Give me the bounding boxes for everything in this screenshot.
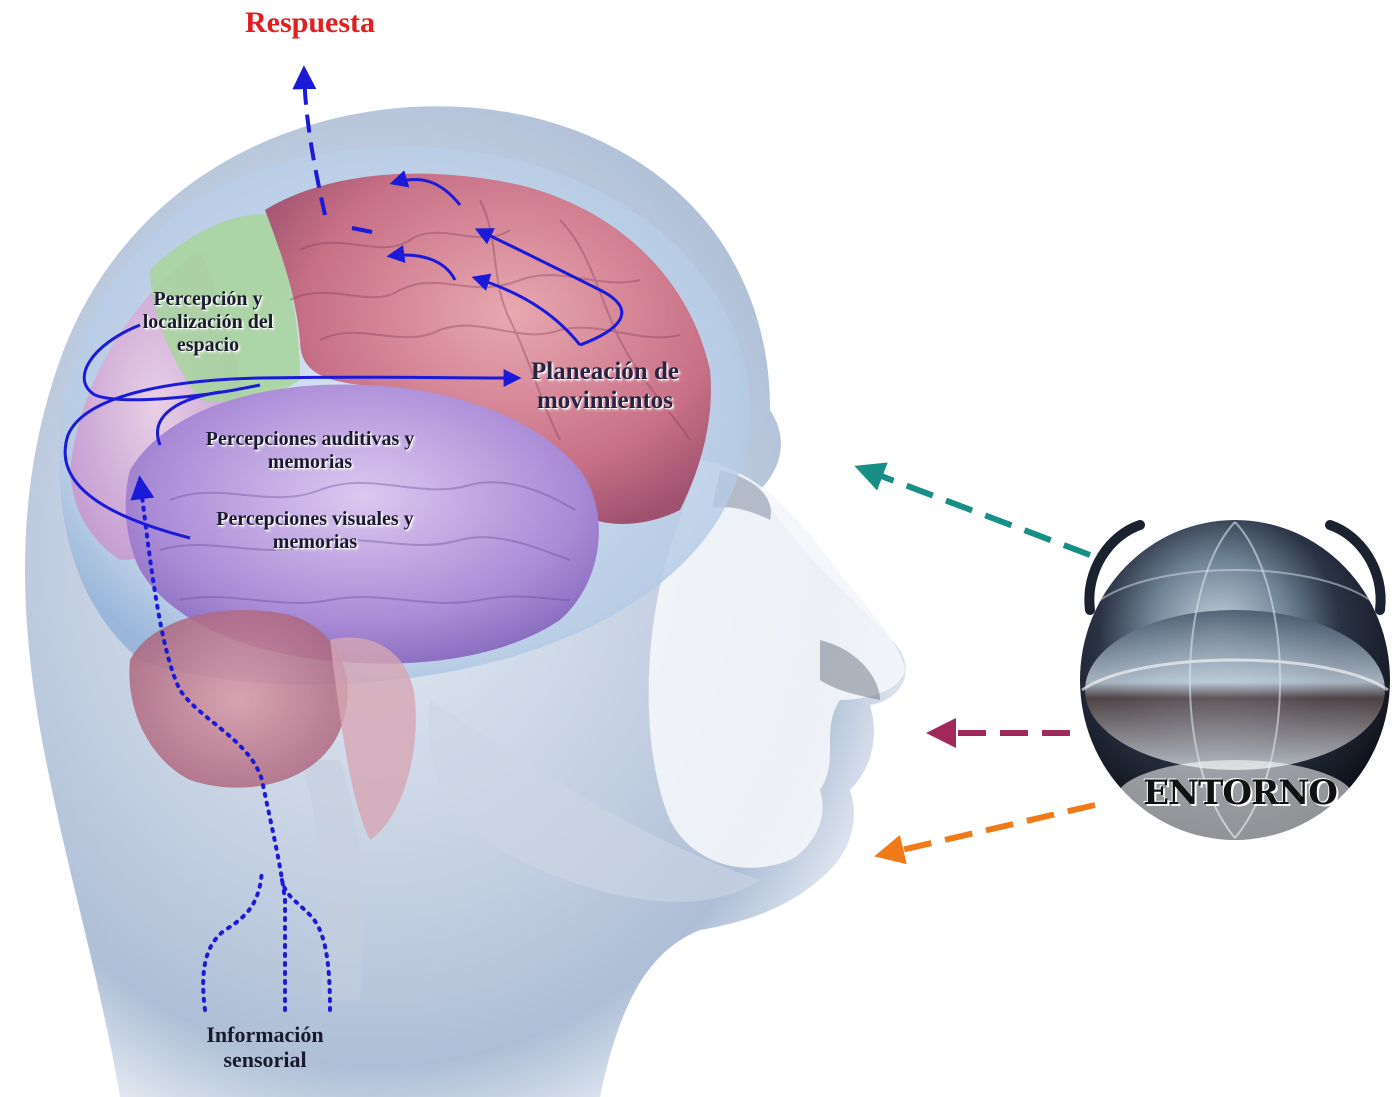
auditory-perception-label: Percepciones auditivas y memorias: [180, 428, 440, 474]
movement-planning-label: Planeación de movimientos: [505, 358, 705, 416]
environment-to-eye-arrow: [860, 468, 1090, 555]
space-perception-label: Percepción y localización del espacio: [118, 288, 298, 357]
environment-label: ENTORNO: [1140, 774, 1340, 813]
sensory-information-label: Información sensorial: [180, 1022, 350, 1073]
environment-to-mouth-arrow: [880, 805, 1095, 855]
visual-perception-label: Percepciones visuales y memorias: [190, 508, 440, 554]
response-label: Respuesta: [200, 6, 420, 41]
